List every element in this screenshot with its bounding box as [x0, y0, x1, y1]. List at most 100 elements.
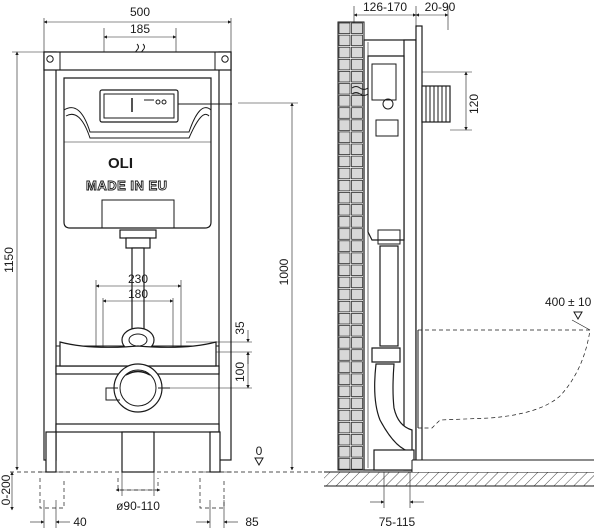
- dim-pipe-diameter: ø90-110: [115, 472, 161, 513]
- wall-tile: [351, 276, 363, 289]
- floor-hatch: [324, 459, 594, 487]
- dim-126-170-label: 126-170: [363, 0, 407, 14]
- wall-tile: [351, 421, 363, 434]
- wall-tile: [351, 131, 363, 143]
- wall-tile: [338, 446, 351, 458]
- wall-tile: [351, 179, 363, 192]
- wall-tile: [351, 34, 363, 47]
- wall-tile: [338, 192, 351, 204]
- wall-tile: [351, 349, 363, 361]
- dim-depths: 126-170 20-90: [353, 0, 456, 30]
- wall-tile: [338, 337, 351, 349]
- dim-100-label: 100: [233, 362, 247, 382]
- wall-tile: [351, 385, 363, 397]
- wall-tile: [338, 95, 351, 107]
- wall-tile: [351, 143, 363, 155]
- drain-elbow: [59, 341, 252, 413]
- wall-tile: [351, 288, 363, 301]
- wall-tile: [338, 276, 351, 289]
- dim-1150-label: 1150: [2, 247, 16, 273]
- wall-tile: [351, 458, 363, 470]
- wall-tile: [351, 373, 363, 385]
- wall-tile: [338, 155, 351, 168]
- pipe-diameter-label: ø90-110: [116, 499, 160, 513]
- floor-line: 0 0-200: [0, 444, 330, 511]
- wall-tile: [338, 288, 351, 301]
- dim-500-label: 500: [130, 5, 150, 19]
- wall-tile: [338, 264, 351, 276]
- wall-tile: [351, 71, 363, 83]
- wall-tile: [338, 385, 351, 397]
- side-view: 126-170 20-90: [324, 0, 594, 529]
- wall-tile: [338, 131, 351, 143]
- wall-tile: [351, 446, 363, 458]
- flush-plate: [99, 89, 179, 123]
- wall-tile: [351, 95, 363, 107]
- floor-range-label: 0-200: [0, 474, 13, 505]
- dim-height-support: 1000: [238, 102, 298, 471]
- wall-tile: [351, 192, 363, 204]
- dim-85-label: 85: [245, 515, 259, 529]
- wall-tile: [338, 83, 351, 95]
- wall-tile: [338, 313, 351, 325]
- wall-tile: [351, 167, 363, 180]
- wall-tile: [351, 313, 363, 325]
- wall-tile: [351, 58, 363, 71]
- dim-40-label: 40: [73, 515, 87, 529]
- dim-185-label: 185: [130, 22, 150, 36]
- wall-tile: [338, 228, 351, 240]
- wall-tile: [351, 434, 363, 446]
- wall-tile: [351, 252, 363, 264]
- cistern: OLI MADE IN EU: [63, 77, 232, 353]
- bowl-height-value: 400: [545, 295, 565, 309]
- wall-tile: [351, 337, 363, 349]
- wall-tile: [338, 409, 351, 422]
- wall-tile: [338, 252, 351, 264]
- wall-tile: [351, 22, 363, 34]
- dim-bolts: 230 180: [93, 272, 252, 355]
- dim-230-label: 230: [128, 272, 148, 286]
- wall-tile: [338, 373, 351, 385]
- wall-tile: [338, 119, 351, 131]
- dim-1000-label: 1000: [277, 258, 291, 285]
- dim-120-label: 120: [467, 94, 481, 114]
- bowl-height-label: 400± 10: [545, 295, 592, 309]
- wall-tile: [351, 119, 363, 131]
- dim-height-total: 1150: [2, 51, 44, 471]
- floor-zero-label: 0: [256, 444, 263, 458]
- wall-tile: [338, 58, 351, 71]
- wall-tile: [338, 204, 351, 216]
- wall-tile: [351, 155, 363, 168]
- wall-tile: [351, 107, 363, 119]
- dim-width-total: 500: [43, 5, 232, 52]
- dim-feet: 40 85: [30, 500, 259, 529]
- wall-tile: [351, 325, 363, 337]
- wall-tile: [351, 397, 363, 410]
- brand-label: OLI: [108, 155, 133, 172]
- wall-tile: [338, 34, 351, 47]
- wall-tile: [351, 264, 363, 276]
- wall-tile: [338, 167, 351, 180]
- wall-tile: [338, 458, 351, 470]
- tile-wall: [338, 22, 363, 470]
- dim-35-label: 35: [233, 321, 247, 335]
- wall-tile: [351, 409, 363, 422]
- front-view: 500 185 1150: [0, 5, 330, 529]
- wall-tile: [338, 300, 351, 313]
- wall-tile: [338, 421, 351, 434]
- wall-tile: [338, 107, 351, 119]
- wall-tile: [351, 300, 363, 313]
- toilet-bowl: 400± 10: [417, 295, 592, 429]
- wall-tile: [338, 46, 351, 59]
- wall-tile: [338, 179, 351, 192]
- wall-tile: [338, 361, 351, 373]
- wall-tile: [338, 22, 351, 34]
- wall-tile: [338, 325, 351, 337]
- wall-tile: [338, 71, 351, 83]
- dim-180-label: 180: [128, 287, 148, 301]
- wall-tile: [338, 216, 351, 228]
- wall-tile: [351, 361, 363, 373]
- wall-tile: [338, 143, 351, 155]
- wall-tile: [351, 46, 363, 59]
